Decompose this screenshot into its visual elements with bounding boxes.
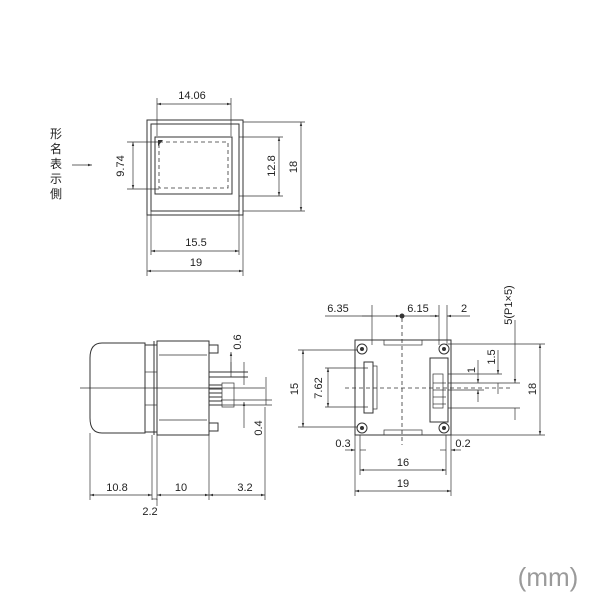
dim-15: 15 — [289, 383, 301, 395]
dim-0-3: 0.3 — [335, 438, 350, 450]
dim-0-2: 0.2 — [455, 438, 470, 450]
dim-3-2: 3.2 — [237, 482, 252, 494]
dim-1: 1 — [466, 367, 478, 373]
dim-2: 2 — [461, 303, 467, 315]
svg-text:名: 名 — [50, 141, 62, 156]
dim-15-5: 15.5 — [185, 237, 206, 249]
svg-text:表: 表 — [50, 157, 62, 171]
dim-0-4: 0.4 — [253, 420, 265, 435]
dim-7-62: 7.62 — [313, 377, 325, 398]
svg-text:示: 示 — [50, 172, 62, 186]
window — [154, 136, 233, 195]
dim-16: 16 — [397, 457, 409, 469]
svg-text:側: 側 — [50, 187, 62, 201]
cap — [89, 342, 146, 434]
outer-frame — [146, 119, 244, 216]
display-side-label: 形 名 表 示 側 — [50, 127, 62, 201]
dim-6-15: 6.15 — [407, 303, 428, 315]
dim-19-bottom: 19 — [397, 478, 409, 490]
unit-label: (mm) — [518, 562, 579, 592]
top-view: 14.06 9.74 12.8 18 15.5 19 形 名 表 示 側 — [50, 90, 305, 276]
dim-pitch: 5(P1×5) — [503, 285, 515, 324]
dim-10-8: 10.8 — [106, 482, 127, 494]
dim-19: 19 — [190, 257, 202, 269]
svg-text:形: 形 — [50, 127, 62, 141]
dim-12-8: 12.8 — [266, 155, 278, 176]
dim-18: 18 — [288, 161, 300, 173]
dim-10: 10 — [175, 482, 187, 494]
dim-14-06: 14.06 — [178, 90, 206, 102]
dim-2-2: 2.2 — [142, 506, 157, 518]
display-area — [158, 141, 229, 189]
side-view: 0.6 0.4 10.8 10 3.2 2.2 — [80, 334, 272, 518]
bottom-view: 6.35 6.15 2 5(P1×5) 15 7.62 1 1.5 18 0.3… — [289, 285, 545, 496]
dim-6-35: 6.35 — [327, 303, 348, 315]
dim-0-6: 0.6 — [232, 334, 244, 349]
dim-9-74: 9.74 — [115, 155, 127, 176]
dim-1-5: 1.5 — [486, 349, 498, 364]
dim-18-right: 18 — [527, 383, 539, 395]
pcb-outline — [354, 339, 452, 436]
inner-frame — [150, 123, 240, 212]
